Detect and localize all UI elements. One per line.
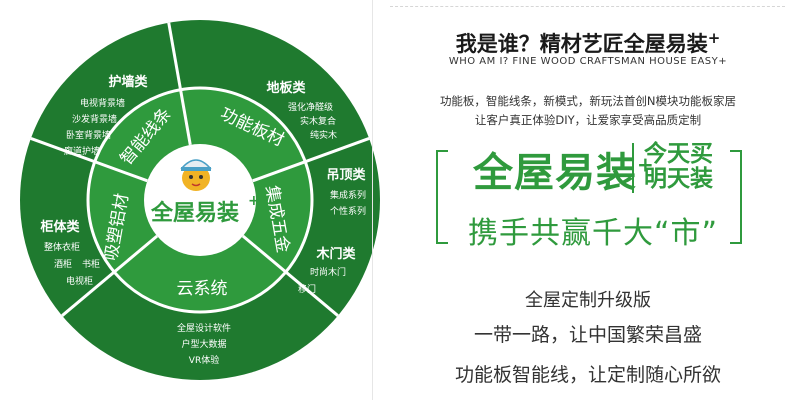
slogan-text: 携手共赢千大“市”: [468, 216, 719, 251]
right-bracket: [730, 150, 742, 244]
page-title: 我是谁？精材艺匠全屋易装+: [378, 28, 798, 58]
floor-item: 纯实木: [310, 129, 337, 141]
brand-logo-name: 全屋易装: [473, 150, 637, 196]
belt-road-line: 一带一路，让中国繁荣昌盛: [473, 324, 702, 346]
category-wall-title: 护墙类: [108, 74, 148, 90]
segment-divider-line: [61, 234, 159, 317]
wall-item: 沙发背景墙: [72, 113, 117, 125]
segment-divider-line: [30, 137, 148, 183]
cabinet-item: 书柜: [82, 258, 100, 270]
ceiling-item: 个性系列: [330, 205, 366, 217]
install-tomorrow: 明天装: [644, 166, 713, 192]
center-logo-text: 全屋易装: [150, 200, 239, 226]
buy-today: 今天买: [644, 141, 713, 167]
function-board-line: 功能板智能线，让定制随心所欲: [454, 364, 721, 386]
mascot-icon: [180, 159, 212, 191]
cabinet-item: 酒柜: [54, 258, 72, 270]
brand-logo-text: 全屋易装+: [473, 140, 655, 198]
cloud-item: 户型大数据: [181, 338, 226, 350]
title-text: 我是谁？精材艺匠全屋易装: [455, 32, 708, 56]
cabinet-item: 电视柜: [66, 275, 93, 287]
category-floor-title: 地板类: [266, 80, 306, 96]
segment-divider-line: [241, 234, 339, 317]
category-door-title: 木门类: [315, 246, 356, 262]
brand-separator: [632, 143, 634, 193]
door-item: 移门: [298, 283, 316, 295]
intro-line-2: 让客户真正体验DIY，让爱家享受高品质定制: [474, 113, 702, 127]
category-cabinet-title: 柜体类: [39, 219, 80, 235]
info-panel: 我是谁？精材艺匠全屋易装+ WHO AM I? FINE WOOD CRAFTS…: [378, 0, 798, 400]
floor-item: 实木复合: [300, 115, 336, 127]
top-dashed-line: [390, 6, 785, 8]
brand-logo-plus: +: [637, 152, 655, 177]
title-plus: +: [707, 29, 721, 47]
wall-item: 电视背景墙: [80, 97, 125, 109]
cabinet-item: 整体衣柜: [44, 241, 80, 253]
door-item: 时尚木门: [310, 266, 346, 278]
intro-line-1: 功能板，智能线条，新模式，新玩法首创N模块功能板家居: [439, 94, 737, 108]
ceiling-item: 集成系列: [330, 189, 366, 201]
wall-item: 廊道护墙: [64, 145, 100, 157]
segment-dividers: [30, 22, 370, 317]
page-subtitle: WHO AM I? FINE WOOD CRAFTSMAN HOUSE EASY…: [448, 56, 728, 67]
center-disc: [144, 144, 256, 256]
cloud-item: 全屋设计软件: [177, 322, 231, 334]
floor-item: 强化净醛级: [288, 101, 333, 113]
buy-today-install-tomorrow: 今天买 明天装: [644, 142, 713, 192]
center-logo-plus: +: [248, 193, 260, 209]
segment-divider-line: [167, 22, 192, 146]
circle-svg: 全屋易装 + 智能线条 功能板材 集成五金 云系统 吸塑铝材 护墙类 地板类 吊…: [20, 20, 380, 380]
wall-item: 卧室背景墙: [66, 129, 111, 141]
upgrade-line: 全屋定制升级版: [525, 290, 651, 311]
cloud-item: VR体验: [189, 354, 219, 366]
segment-divider-line: [252, 137, 370, 183]
ring-label-cloud: 云系统: [177, 279, 228, 299]
product-circle-graphic: 全屋易装 + 智能线条 功能板材 集成五金 云系统 吸塑铝材 护墙类 地板类 吊…: [0, 0, 400, 400]
category-ceiling-title: 吊顶类: [326, 167, 366, 183]
left-bracket: [436, 150, 448, 244]
panel-divider: [372, 0, 373, 400]
